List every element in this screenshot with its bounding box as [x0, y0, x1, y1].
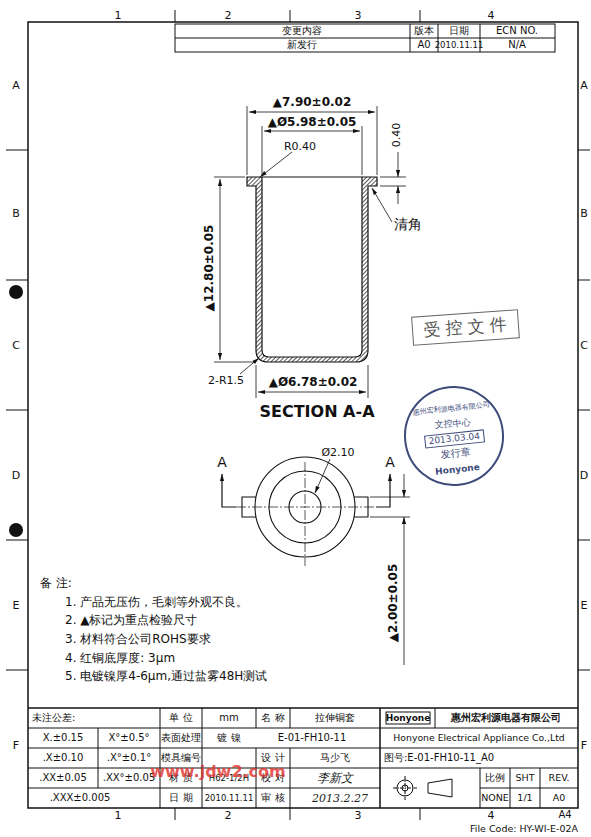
drawing-label: 0.40: [391, 123, 402, 148]
drawing-label: .XX°±0.05: [103, 773, 156, 783]
drawing-label: 2010.11.11: [435, 41, 484, 50]
drawing-label: 5. 电镀镍厚4-6μm,通过盐雾48H测试: [65, 670, 267, 682]
drawing-label: .XX±0.05: [39, 773, 87, 783]
drawing-label: ▲12.80±0.05: [203, 225, 215, 312]
drawing-label: E-01-FH10-11: [278, 733, 347, 743]
drawing-label: 备 注:: [40, 577, 72, 589]
drawing-label: 1. 产品无压伤，毛刺等外观不良。: [65, 596, 248, 608]
drawing-label: ECN NO.: [496, 26, 538, 36]
drawing-label: A4: [558, 810, 571, 820]
drawing-label: F: [581, 740, 587, 751]
drawing-label: B: [580, 208, 588, 219]
drawing-label: 拉伸铜套: [315, 713, 355, 723]
drawing-label: B: [12, 208, 20, 219]
drawing-label: 比例: [485, 773, 505, 783]
stamp-text: 2013.03.04: [424, 429, 485, 448]
stamp-text: Honyone: [435, 463, 480, 477]
drawing-label: 李新文: [317, 772, 353, 784]
drawing-label: 清角: [394, 217, 422, 231]
drawing-label: 2-R1.5: [208, 375, 244, 386]
drawing-label: 变更内容: [282, 26, 322, 36]
drawing-label: F: [13, 740, 19, 751]
drawing-label: X.±0.15: [43, 733, 84, 743]
drawing-label: 4: [488, 810, 495, 821]
drawing-label: 4: [488, 10, 495, 21]
drawing-label: A: [12, 80, 20, 91]
drawing-label: 2: [225, 10, 232, 21]
drawing-label: NONE: [481, 793, 509, 803]
drawing-label: 日 期: [169, 793, 192, 803]
drawing-label: A: [580, 80, 588, 91]
drawing-label: 新发行: [287, 40, 317, 50]
drawing-label: A0: [553, 793, 566, 803]
drawing-label: .XXX±0.005: [50, 793, 111, 803]
drawing-label: 图号:E-01-FH10-11_A0: [384, 753, 494, 763]
drawing-label: 马少飞: [320, 753, 350, 763]
drawing-label: 设 计: [261, 753, 284, 763]
drawing-label: 2010.11.11: [205, 794, 254, 803]
drawing-label: SECTION A-A: [259, 404, 374, 420]
drawing-label: C: [12, 340, 20, 351]
drawing-label: 3: [355, 810, 362, 821]
drawing-label: D: [580, 470, 588, 481]
drawing-label: 2: [225, 810, 232, 821]
stamp-text: 发行章: [440, 447, 471, 460]
drawing-label: .X°±0.1°: [107, 753, 151, 763]
controlled-document-stamp: 受控文件: [411, 309, 520, 345]
drawing-label: A: [217, 455, 227, 469]
drawing-label: N/A: [508, 40, 526, 50]
drawing-label: REV.: [549, 773, 570, 783]
drawing-label: E: [13, 600, 20, 611]
drawing-label: 1/1: [517, 793, 532, 803]
drawing-label: 单 位: [169, 713, 192, 723]
drawing-label: 版本: [414, 26, 434, 36]
drawing-label: ▲Ø6.78±0.02: [269, 376, 358, 388]
drawing-label: 1: [115, 10, 122, 21]
drawing-label: mm: [219, 713, 238, 723]
drawing-label: 4. 红铜底厚度: 3μm: [65, 652, 175, 664]
drawing-label: www.jdw2.com: [150, 764, 285, 780]
drawing-label: File Code: HY-WI-E-02A: [470, 824, 578, 834]
drawing-label: SHT: [516, 773, 535, 783]
drawing-label: 未注公差:: [32, 713, 75, 723]
drawing-label: 审 核: [261, 793, 284, 803]
drawing-label: X°±0.5°: [108, 733, 149, 743]
drawing-label: C: [580, 340, 588, 351]
stamp-text: 文控中心: [434, 418, 471, 431]
drawing-label: 2013.2.27: [312, 793, 368, 804]
drawing-label: ▲7.90±0.02: [273, 96, 352, 108]
stamp-text: 受控文件: [412, 310, 519, 344]
drawing-label: R0.40: [284, 141, 316, 152]
drawing-label: A0: [417, 40, 430, 50]
drawing-label: 3. 材料符合公司ROHS要求: [65, 633, 211, 645]
drawing-label: 2. ▲标记为重点检验尺寸: [65, 614, 198, 626]
stamp-text: 惠州宏利源电器有限公司: [413, 402, 490, 417]
drawing-label: E: [581, 600, 588, 611]
drawing-label: Honyone Electrical Appliance Co.,Ltd: [393, 733, 564, 742]
drawing-label: 3: [355, 10, 362, 21]
drawing-label: ▲Ø5.98±0.05: [268, 116, 357, 128]
drawing-label: 1: [115, 810, 122, 821]
drawing-label: 名 称: [261, 713, 284, 723]
drawing-label: D: [12, 470, 20, 481]
drawing-label: Honyone: [386, 714, 431, 723]
drawing-label: 模具编号: [161, 753, 201, 763]
drawing-label: 日期: [449, 26, 469, 36]
drawing-label: 表面处理: [161, 733, 201, 743]
drawing-label: ▲2.00±0.05: [387, 564, 399, 643]
drawing-label: 镀 镍: [217, 733, 240, 743]
drawing-label: A: [385, 455, 395, 469]
drawing-label: 惠州宏利源电器有限公司: [451, 713, 561, 723]
drawing-label: .X±0.10: [43, 753, 84, 763]
issue-seal-stamp: 惠州宏利源电器有限公司文控中心2013.03.04发行章 Honyone: [399, 381, 509, 491]
drawing-label: Ø2.10: [321, 447, 354, 458]
